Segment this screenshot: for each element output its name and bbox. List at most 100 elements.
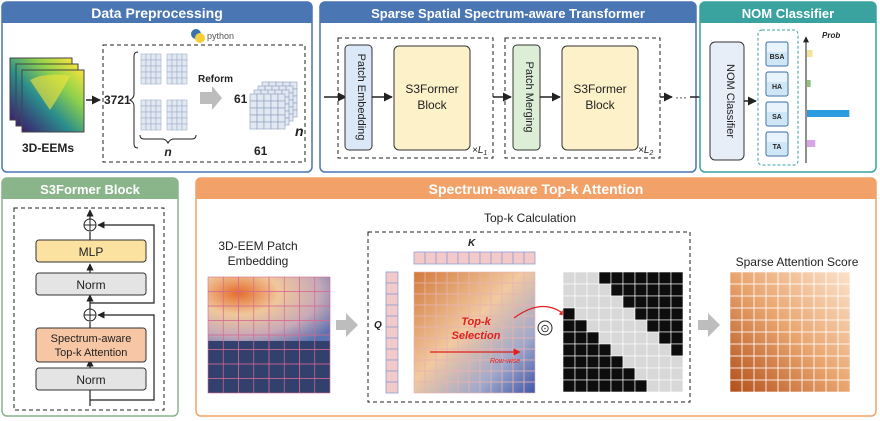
prob-label: Prob [822,31,840,40]
mask-cell [574,343,588,357]
flat-tile [150,99,157,107]
cube-tile [249,93,258,102]
flat-tile [176,111,183,119]
flat-tile [140,77,147,85]
mask-cell [622,379,636,393]
mask-cell [598,331,612,345]
mask-cell [634,355,648,369]
preprocessing-header [2,2,312,23]
flat-tile [176,65,183,73]
flat-tile [166,77,173,85]
k-cell [446,251,459,265]
q-cell [385,282,399,295]
k-cell [468,251,481,265]
transformer-title: Sparse Spatial Spectrum-aware Transforme… [371,6,645,21]
mask-cell [646,295,660,309]
flat-tile [176,71,183,79]
k-cell [490,251,503,265]
flat-tile [176,105,183,113]
sparse-score-label: Sparse Attention Score [736,255,859,269]
mask-cell [670,355,684,369]
mask-cell [598,271,612,285]
flat-tile [166,53,173,61]
mask-cell [646,319,660,333]
flat-tile [140,117,147,125]
s3former-block-2-label-a: S3Former [573,82,626,96]
patch-embedding-label: Patch Embedding [355,54,367,141]
flat-tile [155,99,162,107]
flat-tile [166,105,173,113]
mask-cell [598,355,612,369]
k-label: K [468,238,476,249]
mask-cell [622,271,636,285]
mask-cell [646,343,660,357]
class-label-ha: HA [772,84,782,91]
mask-cell [586,319,600,333]
cube-tile [249,100,258,109]
class-label-ta: TA [773,144,782,151]
flat-tile [166,71,173,79]
mask-cell [574,319,588,333]
mask-cell [634,283,648,297]
mask-cell [658,367,672,381]
mask-cell [562,307,576,321]
mask-cell [658,271,672,285]
flat-tile [181,65,188,73]
flat-tile [176,99,183,107]
cube-tile [249,121,258,130]
preprocessing-title: Data Preprocessing [91,5,223,21]
flat-tile [171,105,178,113]
nom-header [700,2,876,23]
mask-cell [562,319,576,333]
flat-tile [166,99,173,107]
mask-cell [610,319,624,333]
mask-cell [646,271,660,285]
mask-cell [646,379,660,393]
mask-cell [562,295,576,309]
panel-data-preprocessing: Data Preprocessing 3D-EEMs python 3721 n… [1,1,313,173]
mask-cell [610,283,624,297]
mask-cell [574,307,588,321]
mask-cell [634,319,648,333]
mask-cell [562,367,576,381]
flat-tile [145,53,152,61]
beaker-ta-liquid [767,142,787,155]
flat-tile [171,117,178,125]
s3former-block-2-label-b: Block [585,98,615,112]
cube-tile [277,114,286,123]
flat-tile [145,105,152,113]
mask-cell [610,379,624,393]
flat-tile [155,117,162,125]
mask-cell [586,307,600,321]
flat-tile [155,77,162,85]
python-logo-icon [191,29,205,43]
q-cell [385,271,399,284]
mask-cell [634,343,648,357]
mask-cell [586,295,600,309]
mask-cell [658,331,672,345]
flat-tile [181,123,188,131]
cube-tile [256,114,265,123]
arrow-to-sparse-icon [698,313,720,337]
flat-tile [145,65,152,73]
s3former-block-1 [393,45,471,151]
flat-tile [181,71,188,79]
k-cell [512,251,525,265]
cube-tile [277,107,286,116]
k-cell [413,251,426,265]
q-cell [385,337,399,350]
flat-tile [166,65,173,73]
mask-cell [670,319,684,333]
eem-stack-image [9,57,85,133]
q-cell [385,370,399,383]
mask-cell [622,283,636,297]
cube-tile [256,107,265,116]
patch-merging-label: Patch Merging [523,62,535,133]
flat-tile [140,105,147,113]
mask-cell [658,319,672,333]
cube-tile [270,107,279,116]
topk-attention-box [35,327,147,363]
dim-3721: 3721 [104,93,131,107]
norm-1-box [35,272,147,296]
mask-cell [622,295,636,309]
